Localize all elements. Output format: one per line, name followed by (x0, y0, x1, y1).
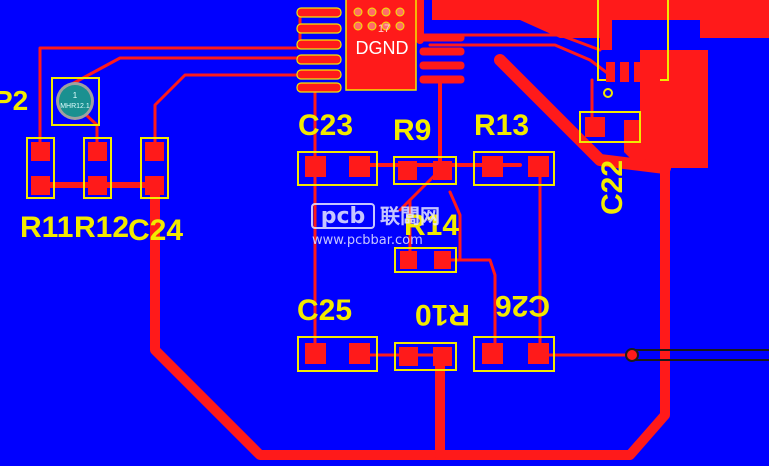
label-c24: C24 (128, 214, 183, 247)
component-r10[interactable] (394, 342, 457, 371)
label-r12: R12 (74, 211, 129, 244)
component-r14[interactable] (394, 247, 457, 273)
watermark: pcb 联闆网 www.pcbbar.com (311, 203, 440, 248)
label-c23: C23 (298, 109, 353, 142)
label-c22: C22 (596, 160, 629, 215)
ic-right-pins (419, 33, 465, 84)
component-c23[interactable] (297, 151, 378, 186)
component-r9[interactable] (393, 156, 457, 185)
component-r12[interactable] (83, 137, 112, 199)
label-r13: R13 (474, 109, 529, 142)
component-c24[interactable] (140, 137, 169, 199)
copper-pour-top-right (432, 0, 769, 168)
component-r13[interactable] (473, 151, 555, 186)
label-r11: R11 (20, 211, 73, 244)
ic-left-pins (296, 7, 342, 93)
ic-pin-number: 17 (378, 23, 390, 35)
via[interactable] (625, 348, 639, 362)
label-r14: R14 (404, 209, 459, 242)
watermark-logo: pcb (321, 204, 366, 229)
label-r10: R10 (415, 298, 470, 331)
p2-pad-net: MHR12.1 (60, 103, 90, 110)
component-c26[interactable] (473, 336, 555, 372)
component-top-right[interactable] (597, 0, 669, 82)
component-r11[interactable] (26, 137, 55, 199)
watermark-url: www.pcbbar.com (312, 233, 423, 248)
ic-chip-ground-pad[interactable]: 17 DGND (345, 0, 417, 91)
component-c22[interactable] (579, 88, 641, 143)
label-c26: C26 (495, 289, 550, 322)
label-r9: R9 (393, 114, 431, 147)
ic-net-label: DGND (356, 38, 409, 58)
watermark-cn: 联闆网 (380, 204, 440, 228)
label-p2: P2 (0, 85, 28, 116)
component-c25[interactable] (297, 336, 378, 372)
p2-pad-number: 1 (73, 91, 78, 100)
connector-p2[interactable]: 1 MHR12.1 (51, 77, 100, 126)
label-c25: C25 (297, 294, 352, 327)
wire-net (632, 349, 769, 361)
